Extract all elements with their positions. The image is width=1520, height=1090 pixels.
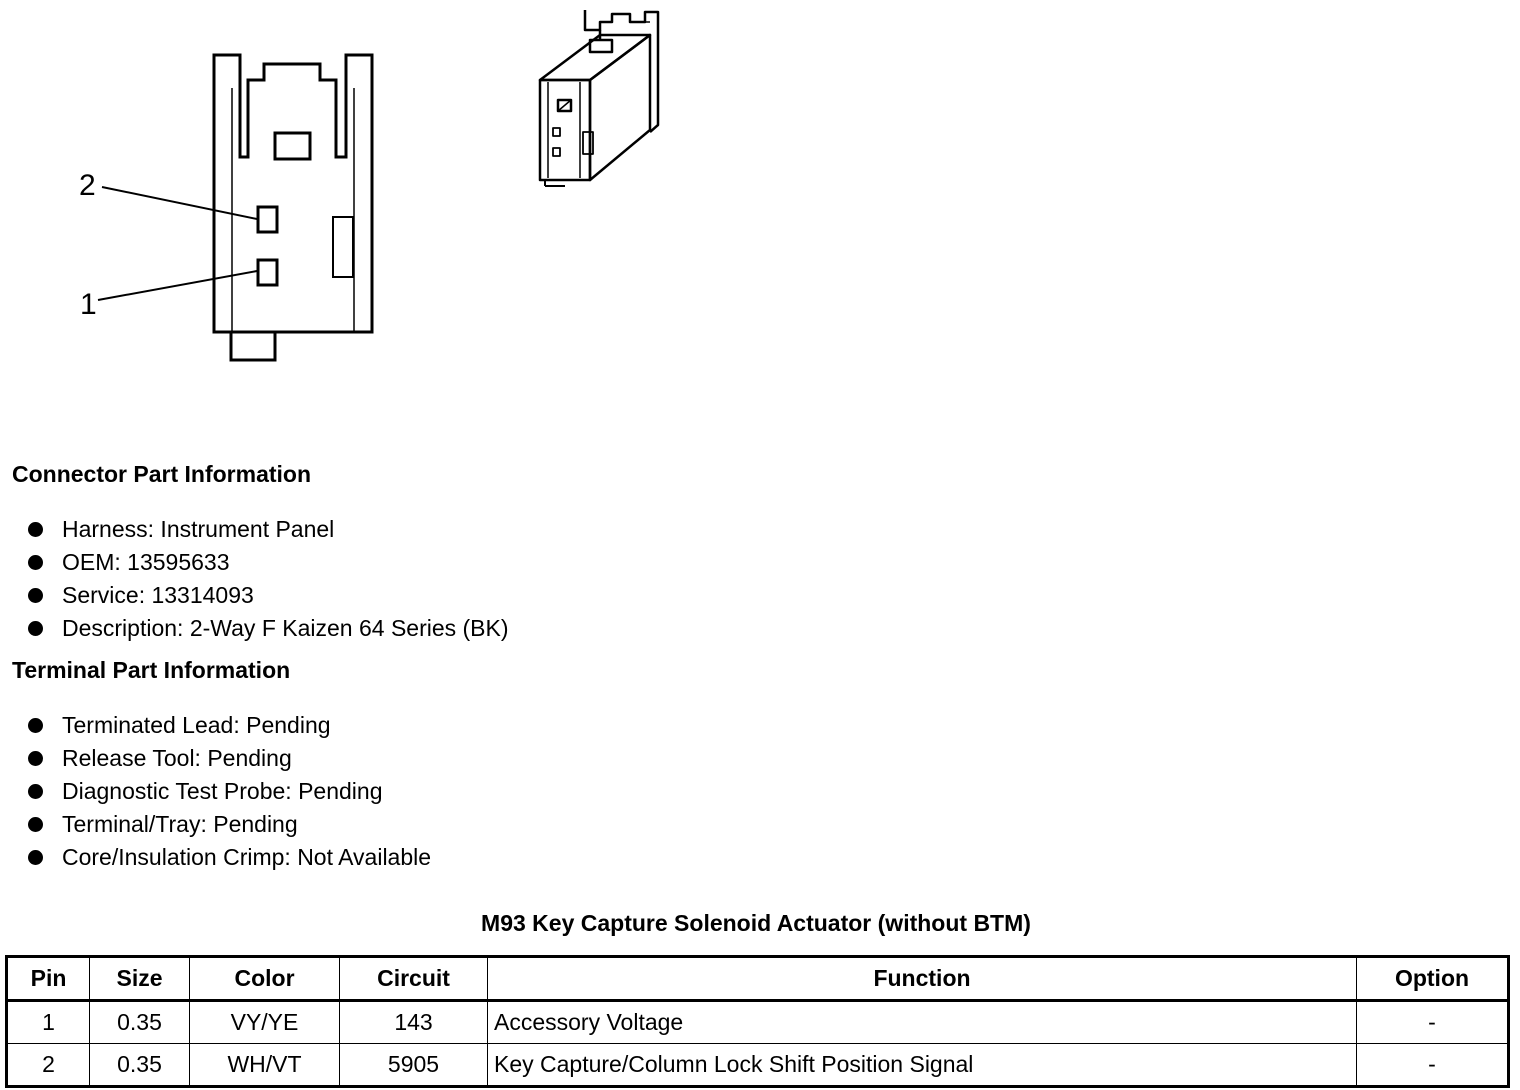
pin-callout-1: 1: [80, 288, 97, 321]
pinout-table: Pin Size Color Circuit Function Option 1…: [5, 955, 1510, 1088]
list-item: Description: 2-Way F Kaizen 64 Series (B…: [28, 612, 509, 645]
list-item: Diagnostic Test Probe: Pending: [28, 775, 431, 808]
cell-size: 0.35: [89, 1000, 190, 1044]
bullet-icon: [28, 718, 43, 733]
callout-leader-1: [97, 270, 258, 301]
cell-size: 0.35: [89, 1043, 190, 1087]
list-item: Release Tool: Pending: [28, 742, 431, 775]
list-item: Core/Insulation Crimp: Not Available: [28, 841, 431, 874]
list-item: OEM: 13595633: [28, 546, 509, 579]
pin-callout-2: 2: [79, 169, 96, 202]
cell-circuit: 5905: [339, 1043, 488, 1087]
cell-pin: 2: [6, 1043, 90, 1087]
bullet-icon: [28, 588, 43, 603]
column-header-size: Size: [89, 956, 190, 1002]
connector-info-list: Harness: Instrument Panel OEM: 13595633 …: [28, 513, 509, 645]
cell-option: -: [1356, 1043, 1509, 1087]
table-title: M93 Key Capture Solenoid Actuator (witho…: [481, 910, 1031, 936]
cavity-2: [256, 205, 279, 234]
bullet-icon: [28, 751, 43, 766]
bullet-icon: [28, 817, 43, 832]
cell-circuit: 143: [339, 1000, 488, 1044]
column-header-option: Option: [1356, 956, 1509, 1002]
list-item: Terminated Lead: Pending: [28, 709, 431, 742]
connector-face-diagram: [97, 53, 374, 362]
connector-info-heading: Connector Part Information: [12, 461, 312, 487]
list-item: Harness: Instrument Panel: [28, 513, 509, 546]
column-header-circuit: Circuit: [339, 956, 488, 1002]
cell-pin: 1: [6, 1000, 90, 1044]
cell-option: -: [1356, 1000, 1509, 1044]
column-header-pin: Pin: [6, 956, 90, 1002]
bullet-icon: [28, 784, 43, 799]
column-header-function: Function: [487, 956, 1357, 1002]
terminal-info-list: Terminated Lead: Pending Release Tool: P…: [28, 709, 431, 874]
cell-color: WH/VT: [189, 1043, 340, 1087]
table-header-row: Pin Size Color Circuit Function Option: [6, 956, 1509, 1002]
connector-isometric-diagram: [538, 10, 660, 187]
callout-leader-2: [101, 186, 258, 220]
bullet-icon: [28, 555, 43, 570]
column-header-color: Color: [189, 956, 340, 1002]
bullet-icon: [28, 621, 43, 636]
cell-function: Accessory Voltage: [487, 1000, 1357, 1044]
cell-function: Key Capture/Column Lock Shift Position S…: [487, 1043, 1357, 1087]
list-item: Terminal/Tray: Pending: [28, 808, 431, 841]
list-item: Service: 13314093: [28, 579, 509, 612]
table-row: 2 0.35 WH/VT 5905 Key Capture/Column Loc…: [6, 1043, 1509, 1087]
bullet-icon: [28, 522, 43, 537]
cavity-1: [256, 258, 279, 287]
cell-color: VY/YE: [189, 1000, 340, 1044]
terminal-info-heading: Terminal Part Information: [12, 657, 291, 683]
table-row: 1 0.35 VY/YE 143 Accessory Voltage -: [6, 1000, 1509, 1044]
bullet-icon: [28, 850, 43, 865]
